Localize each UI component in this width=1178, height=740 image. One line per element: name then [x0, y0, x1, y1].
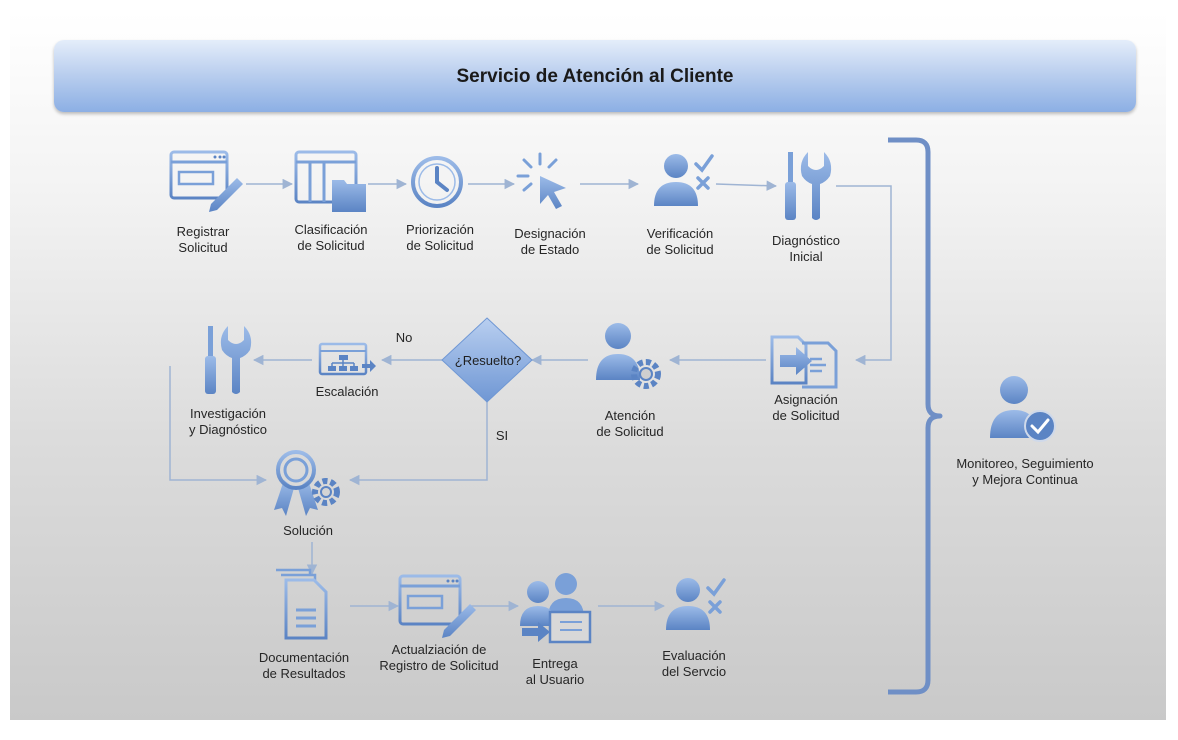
diagram-canvas: [10, 12, 1166, 720]
arrow-verificacion-diagnostico: [715, 180, 778, 191]
monitoring-bracket: [888, 137, 943, 695]
decision-diamond: [441, 317, 533, 403]
branch-label-no: No: [395, 330, 413, 345]
arrow-resuelto-solucion: [348, 402, 488, 486]
step-label-escalacion: Escalación: [315, 384, 379, 399]
form-edit-icon: [398, 574, 476, 638]
award-gear-icon: [274, 450, 340, 516]
user-approved-icon: [990, 376, 1056, 442]
step-label-solucion: Solución: [283, 523, 333, 538]
diagram-title: Servicio de Atención al Cliente: [456, 66, 734, 87]
tools-icon: [785, 152, 832, 220]
network-window-icon: [318, 342, 376, 376]
cursor-click-icon: [516, 152, 566, 209]
connectors: [169, 178, 892, 612]
decision-label: ¿Resuelto?: [454, 353, 522, 368]
user-check-icon: [666, 578, 726, 630]
user-check-icon: [654, 154, 714, 206]
user-gear-icon: [596, 323, 661, 389]
document-transfer-icon: [770, 335, 838, 389]
arrow-investigacion-solucion: [169, 366, 268, 486]
tools-icon: [205, 326, 252, 394]
arrow-diagnostico-asignacion: [836, 185, 892, 366]
documents-icon: [276, 568, 328, 640]
clock-icon: [411, 156, 463, 208]
form-edit-icon: [169, 150, 243, 212]
branch-label-si: SI: [495, 428, 509, 443]
users-delivery-icon: [520, 573, 592, 644]
title-banner: Servicio de Atención al Cliente: [54, 40, 1136, 112]
folder-table-icon: [294, 150, 366, 212]
